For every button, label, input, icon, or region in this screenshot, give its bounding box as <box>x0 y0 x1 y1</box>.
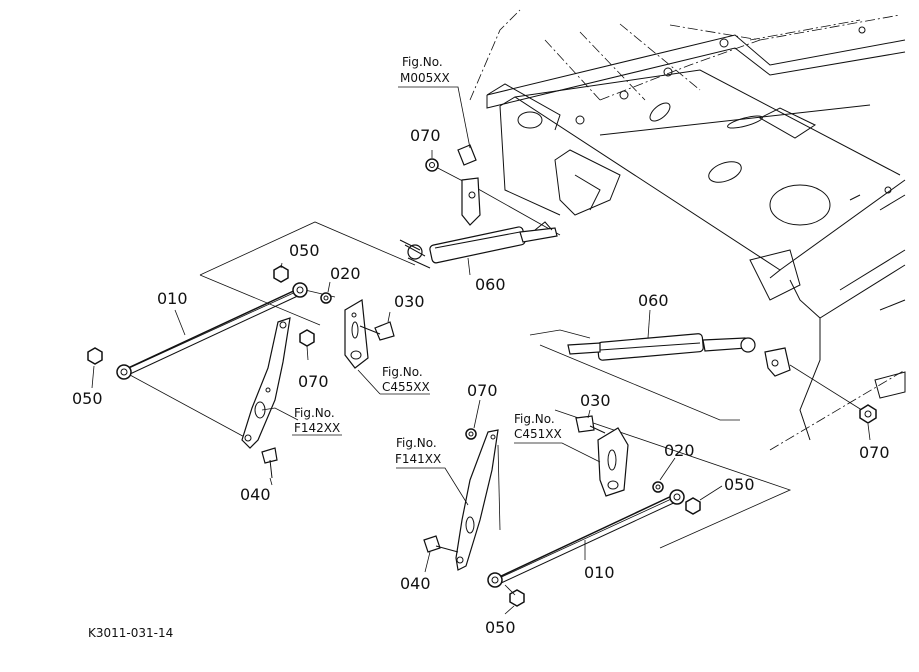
right-linkage <box>423 409 792 607</box>
figref-m005-line2: M005XX <box>400 71 450 85</box>
label-070-lower: 070 <box>467 381 498 400</box>
figure-references: Fig.No. M005XX Fig.No. C455XX Fig.No. F1… <box>292 55 562 466</box>
label-030-lower: 030 <box>580 391 611 410</box>
figref-m005-line1: Fig.No. <box>402 55 443 69</box>
figref-f141-line2: F141XX <box>395 452 441 466</box>
figref-c451-line1: Fig.No. <box>514 412 555 426</box>
label-020-left: 020 <box>330 264 361 283</box>
label-010-lower: 010 <box>584 563 615 582</box>
gas-spring-lower <box>529 329 877 424</box>
label-070-left: 070 <box>298 372 329 391</box>
frame-assembly <box>469 9 906 451</box>
figref-f142-line1: Fig.No. <box>294 406 335 420</box>
label-030-left: 030 <box>394 292 425 311</box>
gas-spring-upper <box>399 144 561 269</box>
figref-c455-line2: C455XX <box>382 380 430 394</box>
figref-f142-line2: F142XX <box>294 421 340 435</box>
label-020-lower: 020 <box>664 441 695 460</box>
label-050-top: 050 <box>289 241 320 260</box>
leader-lines <box>91 86 871 615</box>
label-050-bottom: 050 <box>485 618 516 637</box>
label-070-right: 070 <box>859 443 890 462</box>
figref-c455-line1: Fig.No. <box>382 365 423 379</box>
label-060-right: 060 <box>638 291 669 310</box>
figref-c451-line2: C451XX <box>514 427 562 441</box>
figref-f141-line1: Fig.No. <box>396 436 437 450</box>
label-010-left: 010 <box>157 289 188 308</box>
label-050-lower-right: 050 <box>724 475 755 494</box>
label-040-left: 040 <box>240 485 271 504</box>
label-040-lower: 040 <box>400 574 431 593</box>
label-060-upper: 060 <box>475 275 506 294</box>
label-070-upper: 070 <box>410 126 441 145</box>
left-linkage <box>87 221 416 479</box>
label-050-left: 050 <box>72 389 103 408</box>
part-labels: 010 050 020 030 070 050 040 060 070 060 … <box>72 126 890 637</box>
drawing-code: K3011-031-14 <box>88 626 173 640</box>
